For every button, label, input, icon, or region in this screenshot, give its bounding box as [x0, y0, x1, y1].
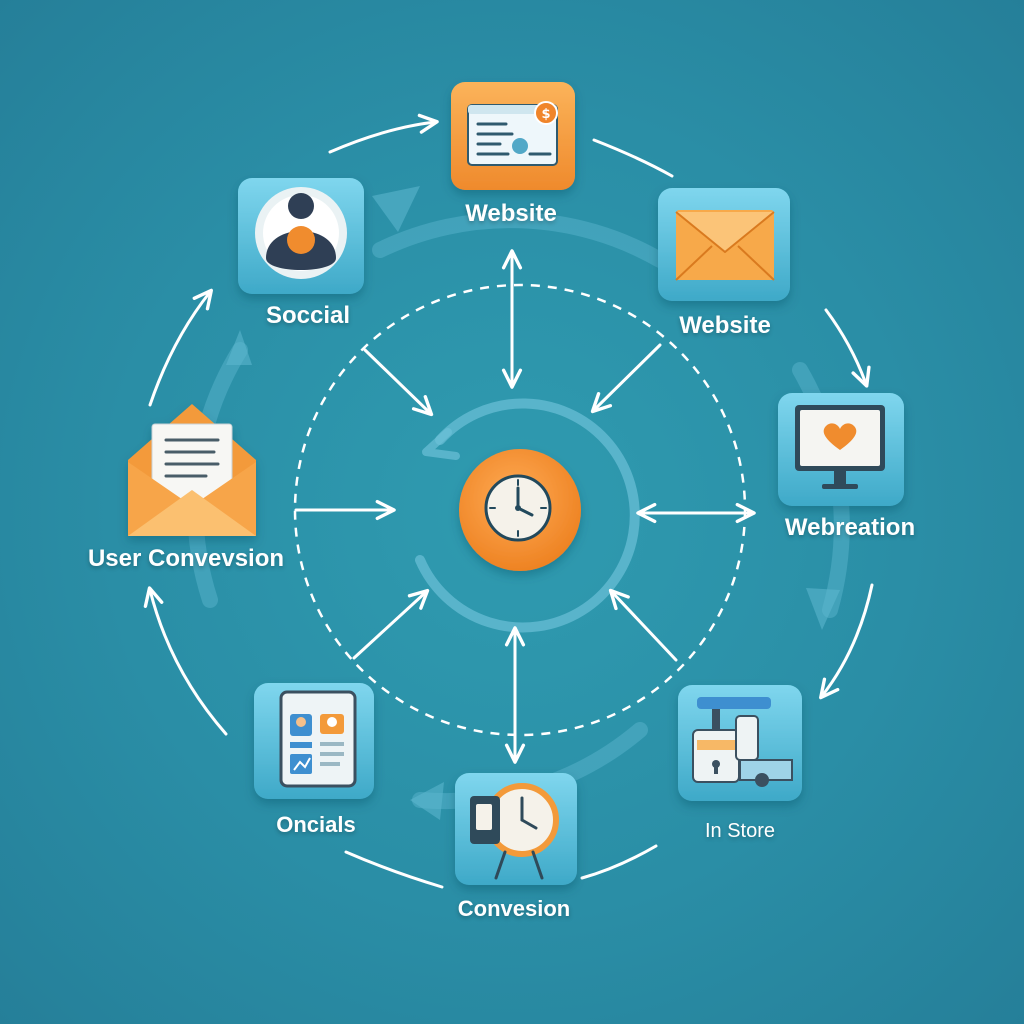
node-label-webreation: Webreation — [784, 514, 916, 541]
node-label-in-store: In Store — [704, 820, 776, 842]
arrow-convesion-to-oncials — [344, 850, 444, 889]
spoke-top-left — [363, 348, 434, 417]
faint-head-right — [806, 588, 840, 630]
envelope-icon — [675, 210, 775, 281]
node-label-soccial: Soccial — [265, 302, 351, 329]
hub[interactable] — [459, 449, 581, 571]
node-website-email[interactable] — [658, 188, 790, 301]
tablet-profile-icon — [279, 690, 357, 788]
arrow-userconversion-to-soccial — [148, 288, 213, 407]
node-user-conversion[interactable] — [128, 404, 256, 536]
user-avatar-icon — [255, 187, 347, 279]
node-label-convesion: Convesion — [457, 896, 571, 921]
background-flow-heads — [226, 186, 840, 820]
hub-ring — [415, 398, 640, 633]
node-label-website-email: Website — [679, 312, 771, 339]
node-label-website-top: Website — [465, 200, 557, 227]
store-machine-icon — [692, 697, 793, 787]
arrow-webreation-to-instore — [819, 583, 874, 700]
arrow-oncials-to-userconversion — [143, 586, 228, 736]
faint-arc-top — [372, 212, 668, 268]
faint-head-top — [372, 186, 420, 232]
arrow-instore-to-convesion — [580, 844, 658, 880]
arrow-soccial-to-website — [328, 113, 439, 154]
spoke-top-right — [590, 343, 662, 414]
outer-arrows — [143, 113, 874, 889]
node-webreation[interactable] — [778, 393, 904, 506]
open-envelope-icon — [128, 404, 256, 536]
svg-text:$: $ — [541, 107, 550, 122]
spoke-bottom-right — [608, 588, 678, 662]
faint-head-bottom — [410, 782, 444, 820]
spoke-bottom-left — [352, 588, 430, 660]
node-soccial[interactable] — [238, 178, 364, 294]
node-oncials[interactable] — [254, 683, 374, 799]
node-website-top[interactable]: $ — [451, 82, 575, 190]
monitor-heart-icon — [795, 405, 885, 489]
arrow-website-to-email — [592, 138, 674, 178]
clock-icon — [484, 474, 552, 542]
node-label-oncials: Oncials — [276, 812, 356, 837]
hub-ring-head — [422, 428, 460, 460]
node-convesion[interactable] — [455, 773, 577, 885]
faint-head-left — [226, 330, 252, 365]
webpage-icon: $ — [467, 101, 558, 166]
arrow-email-to-webreation — [824, 308, 871, 388]
node-in-store[interactable] — [678, 685, 802, 801]
spoke-arrows — [294, 249, 756, 764]
clock-device-icon — [470, 783, 559, 880]
node-label-user-conversion: User Convevsion — [87, 545, 285, 572]
